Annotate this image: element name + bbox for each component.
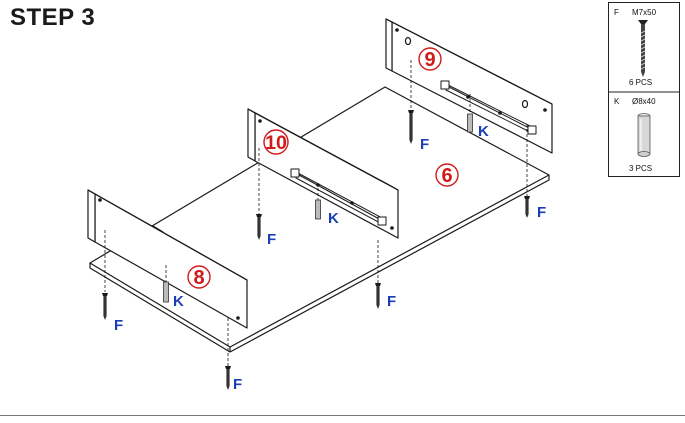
step-title: STEP 3 <box>10 4 96 31</box>
part-f-qty: 6 PCS <box>629 78 652 87</box>
dowel-k-3 <box>163 281 169 303</box>
divider-line <box>0 415 685 416</box>
label-f: F <box>267 231 276 248</box>
screw-f-3 <box>256 214 262 240</box>
screw-f-1 <box>408 110 414 144</box>
panel-number-8: 8 <box>187 265 211 289</box>
label-f: F <box>420 136 429 153</box>
screw-f-6 <box>225 366 231 390</box>
parts-list: F M7x50 6 PCS K Ø8x40 3 PCS <box>608 2 680 177</box>
label-k: K <box>173 293 184 310</box>
label-f: F <box>114 317 123 334</box>
middle-panel-10 <box>247 108 399 239</box>
part-k-letter: K <box>614 97 620 106</box>
panel-number-10: 10 <box>263 129 289 155</box>
part-f-letter: F <box>614 8 619 17</box>
front-panel-8 <box>87 189 248 329</box>
svg-text:6: 6 <box>441 165 452 187</box>
dowel-k-2 <box>315 199 321 220</box>
label-f: F <box>233 376 242 393</box>
drawer-slide-back <box>440 80 537 135</box>
screw-f-5 <box>102 293 108 320</box>
assembly-guide-lines <box>104 60 528 370</box>
part-f-size: M7x50 <box>632 8 657 17</box>
screw-f-2 <box>524 196 530 218</box>
svg-text:8: 8 <box>193 267 204 289</box>
label-f: F <box>537 204 546 221</box>
screw-f-4 <box>375 283 381 309</box>
assembly-diagram: 9 10 6 8 F K F F K F K F F <box>87 18 553 393</box>
dowel-k-1 <box>467 113 473 133</box>
part-k-qty: 3 PCS <box>629 164 652 173</box>
part-k-size: Ø8x40 <box>632 97 656 106</box>
label-k: K <box>478 123 489 140</box>
panel-number-6: 6 <box>435 163 459 187</box>
svg-text:9: 9 <box>424 49 435 71</box>
panel-number-9: 9 <box>418 47 442 71</box>
label-f: F <box>387 293 396 310</box>
label-k: K <box>328 210 339 227</box>
svg-text:10: 10 <box>265 133 287 154</box>
dowel-icon <box>637 113 651 157</box>
screw-icon <box>638 20 648 77</box>
